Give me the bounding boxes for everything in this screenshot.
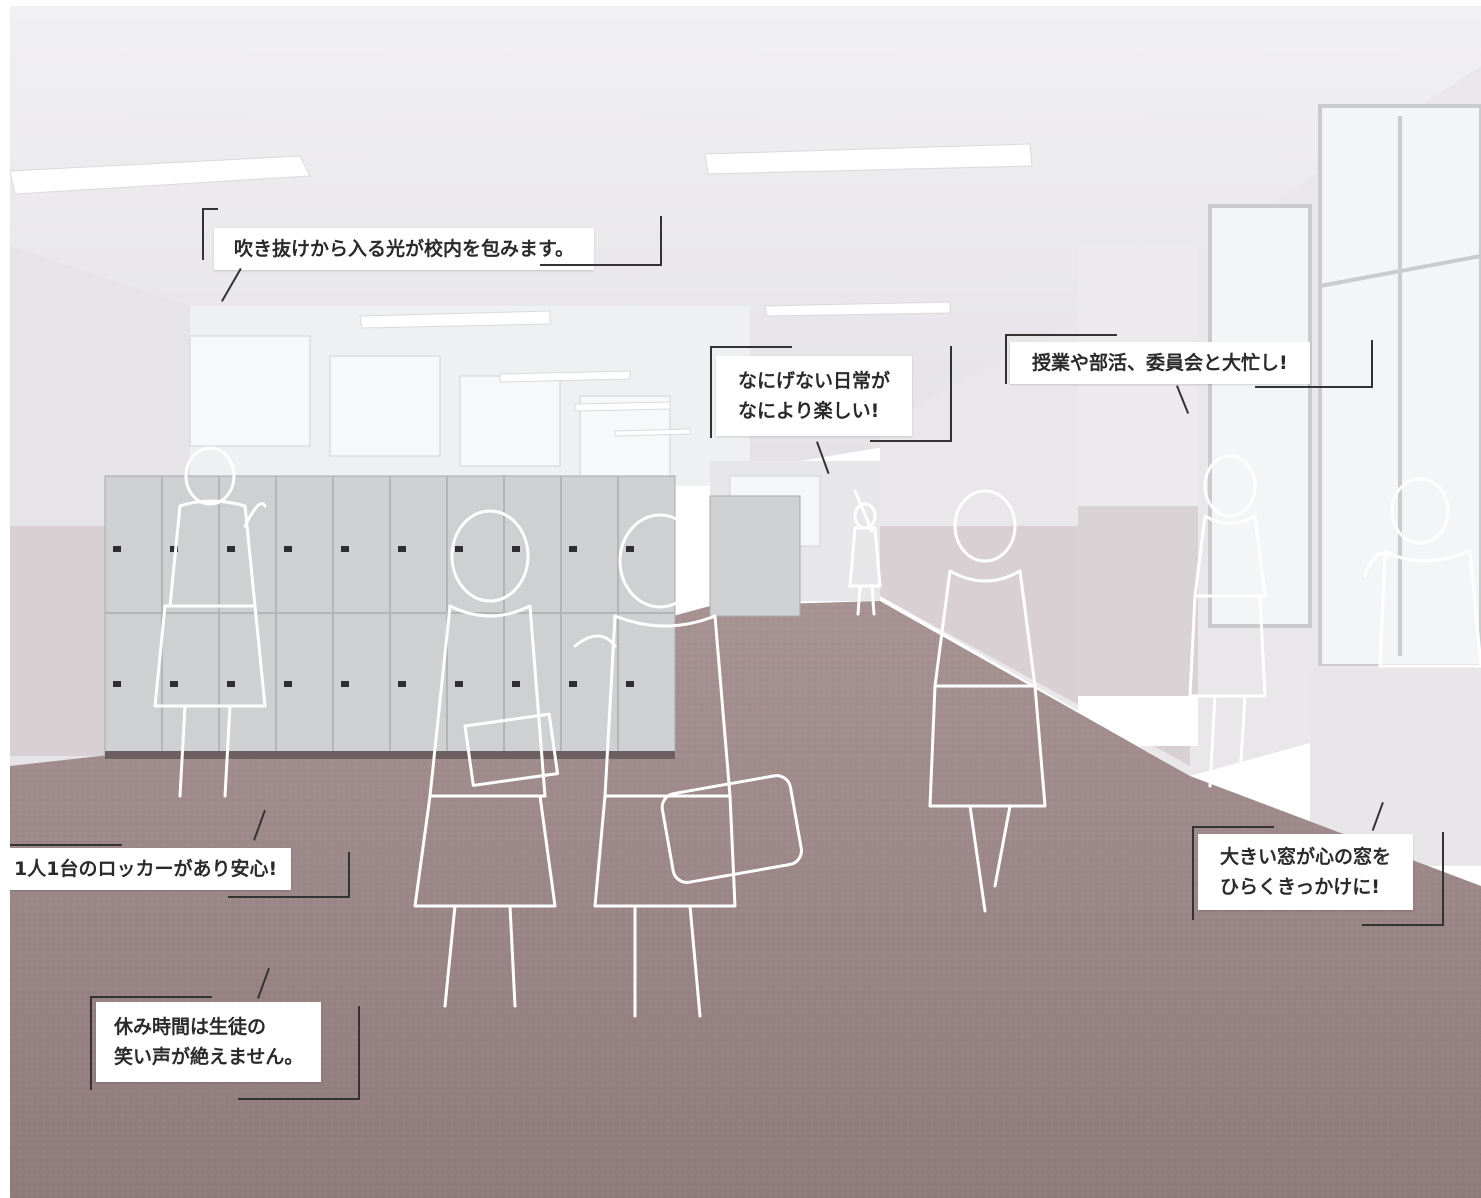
hallway-scene-illustration [10,6,1481,1198]
callout-bracket [10,844,122,886]
locker-bank [104,475,801,759]
callout-daily-line1: なにげない日常が [738,370,891,392]
callout-bracket [238,1006,360,1100]
student-sketch-figure [413,509,560,1008]
callout-locker-text: 1人1台のロッカーがあり安心! [14,858,278,880]
callout-window-line2: ひらくきっかけに! [1220,876,1380,898]
callout-daily: なにげない日常が なにより楽しい! [716,356,913,436]
callout-bracket [1255,340,1373,388]
callout-window-line1: 大きい窓が心の窓を [1220,846,1392,868]
student-sketch-figure [848,489,882,616]
callout-busy: 授業や部活、委員会と大忙し! [1010,342,1310,384]
student-sketch-figure [573,513,803,1018]
callout-bracket [1362,832,1444,926]
window-frame [1208,104,1481,668]
callout-window: 大きい窓が心の窓を ひらくきっかけに! [1198,834,1414,910]
hallway-photo: 吹き抜けから入る光が校内を包みます。 なにげない日常が なにより楽しい! 授業や… [10,6,1481,1198]
callout-bracket [710,346,792,438]
student-sketch-figure [1188,454,1267,788]
callout-bracket [870,346,952,442]
student-sketch-figure [928,489,1047,913]
ceiling-light [10,143,1033,437]
callout-break-line1: 休み時間は生徒の [114,1016,267,1038]
callout-bracket [1192,826,1274,920]
callout-light: 吹き抜けから入る光が校内を包みます。 [214,228,595,270]
callout-locker: 1人1台のロッカーがあり安心! [10,848,292,890]
callout-break-line2: 笑い声が絶えません。 [114,1046,304,1068]
callout-bracket [202,208,218,260]
callout-break: 休み時間は生徒の 笑い声が絶えません。 [96,1002,322,1082]
student-sketch-figure [153,446,267,798]
callout-bracket [90,996,212,1090]
callout-busy-text: 授業や部活、委員会と大忙し! [1032,352,1288,374]
callout-light-text: 吹き抜けから入る光が校内を包みます。 [234,238,575,260]
callout-bracket [228,852,350,898]
callout-bracket [540,216,662,266]
callout-bracket [1005,334,1117,384]
callout-daily-line2: なにより楽しい! [738,400,880,422]
student-sketch-figure [1363,477,1481,668]
